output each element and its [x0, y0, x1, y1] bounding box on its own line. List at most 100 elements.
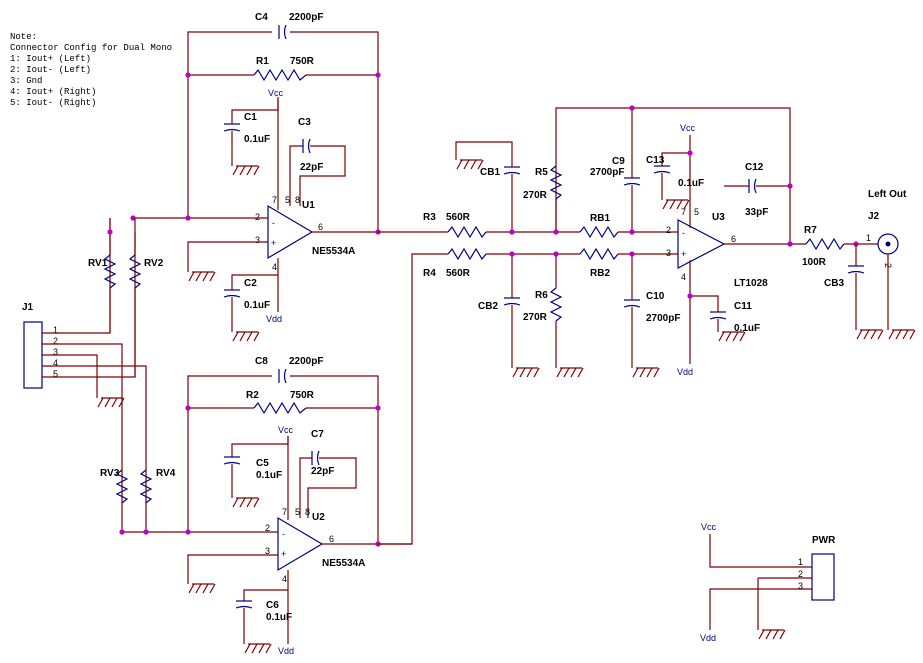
junction-dot — [375, 405, 381, 411]
svg-text:2: 2 — [798, 569, 803, 579]
note-line: 3: Gnd — [10, 76, 42, 86]
capacitor-c2[interactable]: C2 0.1uF — [223, 278, 270, 311]
capacitor-cb2[interactable]: CB2 — [478, 297, 521, 312]
resistor-r4[interactable]: R4 560R — [423, 247, 487, 279]
output-jack-j2[interactable]: Left Out J2 1 2 — [866, 189, 907, 268]
svg-text:NE5534A: NE5534A — [312, 246, 355, 257]
junction-dot — [629, 251, 635, 257]
connector-pwr[interactable]: PWR 1 2 3 — [798, 535, 836, 601]
svg-text:1: 1 — [798, 557, 803, 567]
svg-text:750R: 750R — [290, 390, 315, 401]
svg-text:J2: J2 — [868, 211, 880, 222]
svg-text:C13: C13 — [646, 155, 665, 166]
capacitor-cb3[interactable]: CB3 — [824, 265, 865, 289]
capacitor-c4[interactable]: C4 2200pF — [255, 12, 323, 40]
capacitor-c10[interactable]: C10 2700pF — [623, 291, 680, 324]
connector-j1[interactable]: J1 1 2 3 4 5 — [22, 302, 58, 389]
svg-text:3: 3 — [265, 546, 270, 556]
note-line: 5: Iout- (Right) — [10, 98, 96, 108]
ground-symbol — [456, 159, 484, 170]
trimmer-rv4[interactable]: RV4 — [139, 468, 176, 504]
junction-dot — [509, 251, 515, 257]
junction-dot — [629, 105, 635, 111]
capacitor-c1[interactable]: C1 0.1uF — [223, 112, 270, 145]
svg-text:RV4: RV4 — [156, 468, 176, 479]
svg-text:4: 4 — [681, 272, 686, 282]
ground-symbol — [232, 497, 260, 508]
capacitor-c11[interactable]: C11 0.1uF — [709, 301, 760, 334]
net-label-vcc: Vcc — [268, 88, 284, 98]
resistor-rb1[interactable]: RB1 — [579, 213, 619, 239]
opamp-u3[interactable]: - + U3 LT1028 2 3 6 7 5 4 — [666, 207, 768, 289]
capacitor-cb1[interactable]: CB1 — [480, 166, 521, 178]
svg-text:1: 1 — [866, 233, 871, 243]
resistor-r2[interactable]: R2 750R — [246, 390, 315, 415]
svg-text:R4: R4 — [423, 268, 436, 279]
capacitor-c13[interactable]: C13 0.1uF — [646, 155, 704, 189]
junction-dot — [130, 215, 136, 221]
svg-text:Left Out: Left Out — [868, 189, 907, 200]
resistor-r3[interactable]: R3 560R — [423, 212, 487, 239]
capacitor-c6[interactable]: C6 0.1uF — [235, 600, 292, 623]
svg-text:U3: U3 — [712, 212, 725, 223]
trimmer-rv3[interactable]: RV3 — [100, 468, 129, 504]
capacitor-c8[interactable]: C8 2200pF — [255, 356, 323, 384]
junction-dot — [787, 241, 793, 247]
svg-text:RV3: RV3 — [100, 468, 120, 479]
svg-text:1: 1 — [53, 325, 58, 335]
resistor-r6[interactable]: R6 270R — [523, 287, 563, 323]
opamp-u1[interactable]: - + U1 NE5534A 2 3 6 7 5 8 4 — [255, 195, 355, 272]
net-label-vdd: Vdd — [278, 646, 294, 656]
svg-text:2700pF: 2700pF — [590, 167, 624, 178]
resistor-r5[interactable]: R5 270R — [523, 165, 563, 201]
ground-symbol — [888, 329, 916, 340]
svg-text:7: 7 — [272, 195, 277, 205]
svg-text:-: - — [682, 228, 685, 238]
junction-dot — [185, 215, 191, 221]
svg-text:270R: 270R — [523, 312, 548, 323]
svg-text:LT1028: LT1028 — [734, 278, 768, 289]
svg-text:U1: U1 — [302, 200, 315, 211]
trimmer-rv1[interactable]: RV1 — [88, 254, 117, 289]
svg-text:33pF: 33pF — [745, 207, 768, 218]
trimmer-rv2[interactable]: RV2 — [128, 254, 164, 289]
svg-text:C1: C1 — [244, 112, 257, 123]
svg-text:2: 2 — [53, 336, 58, 346]
svg-text:NE5534A: NE5534A — [322, 558, 365, 569]
svg-text:RB2: RB2 — [590, 268, 610, 279]
svg-text:0.1uF: 0.1uF — [734, 323, 760, 334]
svg-text:5: 5 — [694, 207, 699, 217]
svg-text:C12: C12 — [745, 162, 764, 173]
capacitor-c9[interactable]: C9 2700pF — [590, 156, 641, 186]
svg-text:6: 6 — [318, 222, 323, 232]
svg-text:0.1uF: 0.1uF — [244, 300, 270, 311]
junction-dot — [107, 229, 113, 235]
resistor-r1[interactable]: R1 750R — [253, 56, 315, 82]
resistor-rb2[interactable]: RB2 — [579, 247, 619, 279]
svg-text:RV2: RV2 — [144, 258, 164, 269]
capacitor-c5[interactable]: C5 0.1uF — [223, 456, 282, 481]
capacitor-c7[interactable]: C7 22pF — [311, 429, 334, 477]
capacitor-c3[interactable]: C3 22pF — [298, 117, 323, 173]
svg-text:0.1uF: 0.1uF — [256, 470, 282, 481]
svg-text:8: 8 — [295, 195, 300, 205]
svg-text:270R: 270R — [523, 190, 548, 201]
svg-text:R6: R6 — [535, 290, 548, 301]
opamp-u2[interactable]: - + U2 NE5534A 2 3 6 7 5 8 4 — [265, 507, 365, 584]
junction-dot — [553, 229, 559, 235]
svg-text:J1: J1 — [22, 302, 34, 313]
svg-text:R2: R2 — [246, 390, 259, 401]
resistor-r7[interactable]: R7 100R — [802, 225, 845, 268]
svg-text:5: 5 — [53, 369, 58, 379]
note-line: 1: Iout+ (Left) — [10, 54, 91, 64]
svg-text:CB2: CB2 — [478, 301, 498, 312]
svg-text:2200pF: 2200pF — [289, 12, 323, 23]
ground-symbol — [856, 329, 884, 340]
svg-text:560R: 560R — [446, 212, 471, 223]
svg-text:4: 4 — [53, 358, 58, 368]
svg-text:4: 4 — [282, 574, 287, 584]
svg-text:22pF: 22pF — [300, 162, 323, 173]
junction-dot — [185, 405, 191, 411]
capacitor-c12[interactable]: C12 33pF — [745, 162, 768, 218]
svg-text:PWR: PWR — [812, 535, 836, 546]
